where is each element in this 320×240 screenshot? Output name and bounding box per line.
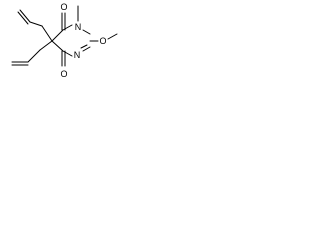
atom-o6-label: O (60, 2, 67, 12)
bond-allyl1-b (29, 21, 43, 27)
atom-n1: N (75, 22, 82, 32)
bond-n1-c2 (82, 29, 91, 35)
bond-allyl2-a (39, 40, 53, 51)
bond-c2-n3-double (80, 44, 88, 49)
atom-o6: O (60, 2, 67, 12)
bond-c2-n3 (82, 46, 91, 52)
molecule-structure: N N O O O (11, 2, 118, 79)
atom-n1-label: N (75, 22, 82, 32)
atom-o4: O (60, 69, 67, 79)
bond-allyl2-b (27, 49, 41, 63)
bond-allyl1-c-double (17, 11, 29, 25)
atom-n3-label: N (74, 50, 81, 60)
atom-o-methoxy-label: O (99, 36, 106, 46)
atom-o-methoxy: O (99, 36, 106, 46)
bond-n3-c4 (62, 50, 73, 57)
atom-n3: N (74, 50, 81, 60)
bond-c4-c5 (51, 40, 64, 52)
bond-c6-n1 (62, 24, 73, 31)
bond-allyl1-c (19, 9, 31, 23)
bond-omethoxy-methyl (107, 33, 118, 40)
atom-o4-label: O (60, 69, 67, 79)
bond-c5-c6 (51, 29, 64, 42)
bond-allyl1-a (41, 25, 53, 42)
